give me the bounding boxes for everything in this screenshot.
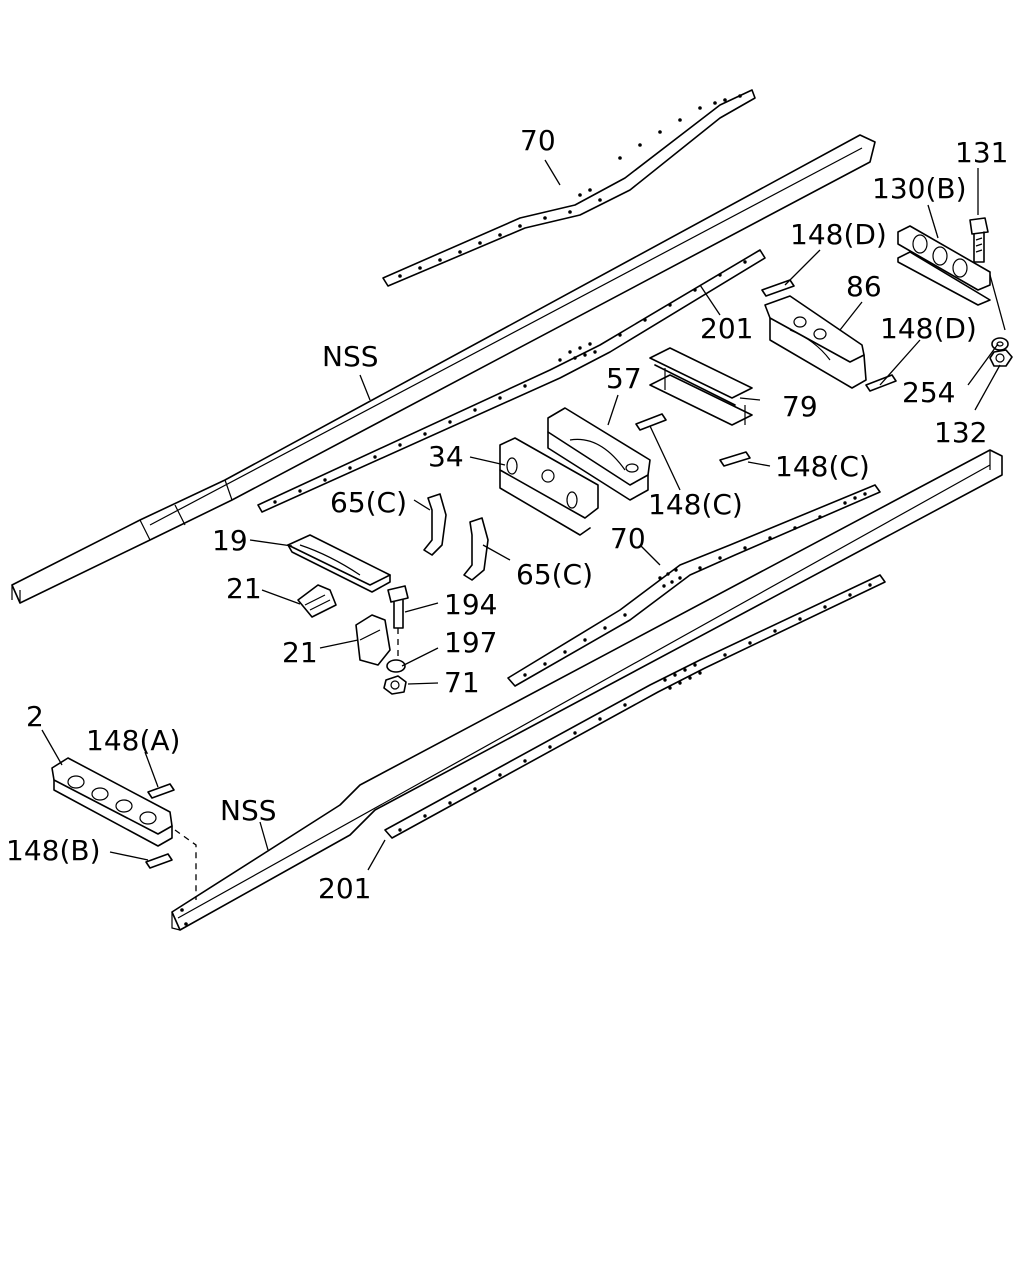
label-254: 254 xyxy=(902,376,955,409)
bracket-65c-right xyxy=(463,517,489,581)
label-148b: 148(B) xyxy=(6,834,101,867)
crossmember-19 xyxy=(287,534,391,593)
label-nss-bottom: NSS xyxy=(220,794,277,827)
shim-148c-mid xyxy=(635,413,667,431)
label-65c-right: 65(C) xyxy=(516,558,593,591)
label-201-top: 201 xyxy=(700,312,753,345)
label-34: 34 xyxy=(428,440,464,473)
label-70-top: 70 xyxy=(520,124,556,157)
bolt-194 xyxy=(387,585,409,629)
label-148c-right: 148(C) xyxy=(775,450,870,483)
plate-201-top xyxy=(257,249,766,513)
clamp-21-bottom xyxy=(355,614,391,666)
label-79: 79 xyxy=(782,390,818,423)
callout-labels: 70 131 130(B) 148(D) 86 148(D) 201 NSS 5… xyxy=(6,124,1008,905)
nut-132 xyxy=(989,349,1013,367)
label-71: 71 xyxy=(444,666,480,699)
plate-70-mid xyxy=(507,484,881,687)
label-86: 86 xyxy=(846,270,882,303)
bracket-130b xyxy=(897,225,991,306)
crossmember-57 xyxy=(547,407,651,501)
plate-70-top xyxy=(382,89,756,287)
clamp-21-top xyxy=(297,584,337,618)
shim-148d-right xyxy=(865,374,897,392)
label-132: 132 xyxy=(934,416,987,449)
crossmember-86 xyxy=(764,295,867,389)
nut-71 xyxy=(383,675,407,695)
shim-148d-top xyxy=(761,279,795,297)
frame-rail-nss-bottom xyxy=(171,449,1003,931)
label-194: 194 xyxy=(444,588,497,621)
crossmember-79 xyxy=(649,347,753,426)
plate-201-bottom xyxy=(384,574,886,839)
crossmember-2 xyxy=(51,757,173,847)
shim-148c-right xyxy=(719,451,751,467)
label-21-bottom: 21 xyxy=(282,636,318,669)
label-65c-left: 65(C) xyxy=(330,486,407,519)
label-2: 2 xyxy=(26,700,44,733)
bracket-65c-left xyxy=(423,493,447,556)
label-130b: 130(B) xyxy=(872,172,967,205)
label-70-mid: 70 xyxy=(610,522,646,555)
label-197: 197 xyxy=(444,626,497,659)
label-148d-top: 148(D) xyxy=(790,218,887,251)
label-148d-right: 148(D) xyxy=(880,312,977,345)
label-19: 19 xyxy=(212,524,248,557)
shim-148a xyxy=(147,783,175,799)
leader-lines xyxy=(41,159,1001,871)
bolt-131 xyxy=(969,217,989,263)
label-148a: 148(A) xyxy=(86,724,180,757)
label-nss-top: NSS xyxy=(322,340,379,373)
crossmember-34 xyxy=(499,437,599,536)
label-148c-mid: 148(C) xyxy=(648,488,743,521)
label-131: 131 xyxy=(955,136,1008,169)
frame-rail-nss-top xyxy=(11,134,876,604)
label-57: 57 xyxy=(606,362,642,395)
shim-148b xyxy=(145,853,173,869)
washer-254 xyxy=(991,337,1009,351)
washer-197 xyxy=(386,659,406,673)
label-21-top: 21 xyxy=(226,572,262,605)
label-201-bottom: 201 xyxy=(318,872,371,905)
